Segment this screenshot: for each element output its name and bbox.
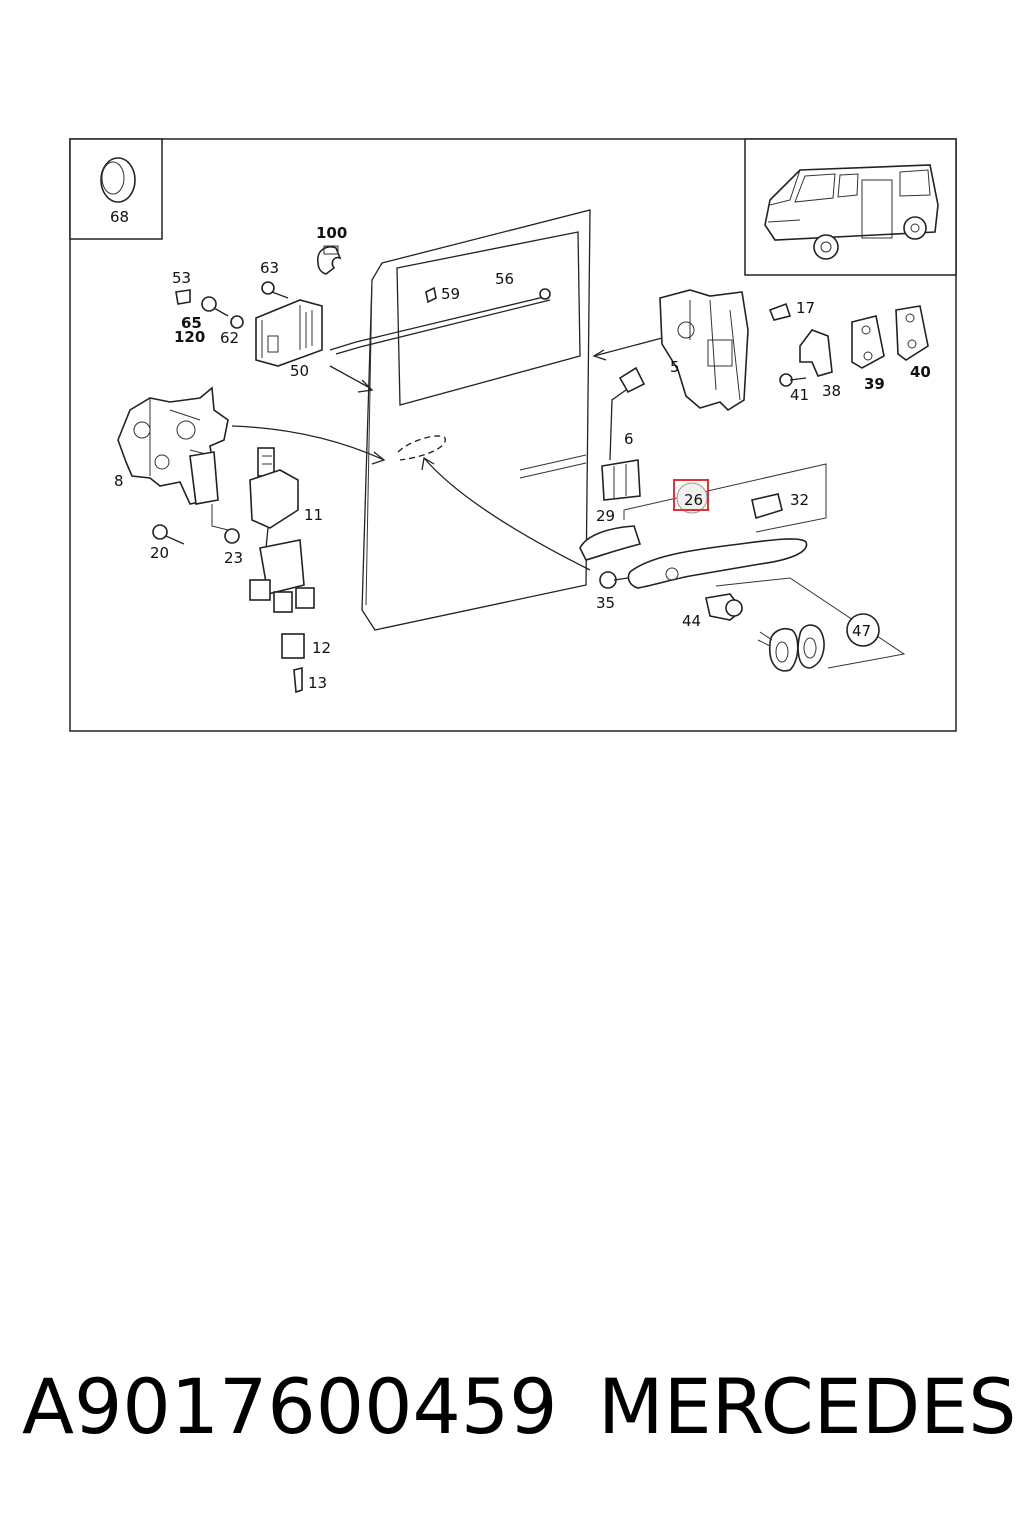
label-8: 8: [114, 472, 124, 490]
label-65: 65: [181, 314, 202, 332]
highlight-box-26: [673, 479, 709, 511]
label-47: 47: [852, 622, 871, 640]
brand-name: MERCEDES: [598, 1362, 1017, 1451]
label-29: 29: [596, 507, 615, 525]
label-32: 32: [790, 491, 809, 509]
label-56: 56: [495, 270, 514, 288]
part-caption: A9017600459 MERCEDES: [0, 1362, 1024, 1472]
inset-part-68: 68: [69, 138, 163, 240]
label-12: 12: [312, 639, 331, 657]
part-11-actuator: 11 12 13: [249, 447, 331, 694]
label-100: 100: [316, 224, 347, 242]
part-56-rod: 56 59: [329, 270, 551, 355]
part-6-switch: 6: [601, 366, 646, 501]
label-120: 120: [174, 328, 205, 346]
outer-handle-assembly: 29 32 35: [421, 456, 827, 612]
label-5: 5: [670, 358, 680, 376]
label-59: 59: [441, 285, 460, 303]
inset-van: [744, 138, 957, 276]
label-50: 50: [290, 362, 309, 380]
label-68: 68: [110, 208, 129, 226]
label-11: 11: [304, 506, 323, 524]
part-100-clip: 100: [316, 224, 347, 275]
label-62: 62: [220, 329, 239, 347]
label-53: 53: [172, 269, 191, 287]
label-35: 35: [596, 594, 615, 612]
part-26-highlight: 26: [673, 479, 709, 514]
label-63: 63: [260, 259, 279, 277]
door-panel: [361, 209, 591, 631]
part-number: A9017600459: [22, 1362, 558, 1451]
front-lock-fasteners: 17 41 38 39 40: [768, 299, 931, 404]
label-23: 23: [224, 549, 243, 567]
label-6: 6: [624, 430, 634, 448]
part-44-47-cylinder-keys: 44 47: [682, 577, 906, 672]
exploded-parts-diagram: 68 100 53 63 65: [69, 138, 957, 732]
label-39: 39: [864, 375, 885, 393]
fasteners-20-23: 20 23: [150, 504, 243, 567]
part-50-inner-handle: 50: [255, 299, 374, 393]
part-8-rear-lock: 8: [114, 386, 386, 505]
label-40: 40: [910, 363, 931, 381]
label-26: 26: [684, 491, 703, 509]
label-44: 44: [682, 612, 701, 630]
label-13: 13: [308, 674, 327, 692]
part-5-front-lock: 5: [592, 289, 749, 412]
fasteners-top-left: 53 63 65 120 62: [172, 259, 289, 347]
label-20: 20: [150, 544, 169, 562]
label-17: 17: [796, 299, 815, 317]
label-38: 38: [822, 382, 841, 400]
label-41: 41: [790, 386, 809, 404]
